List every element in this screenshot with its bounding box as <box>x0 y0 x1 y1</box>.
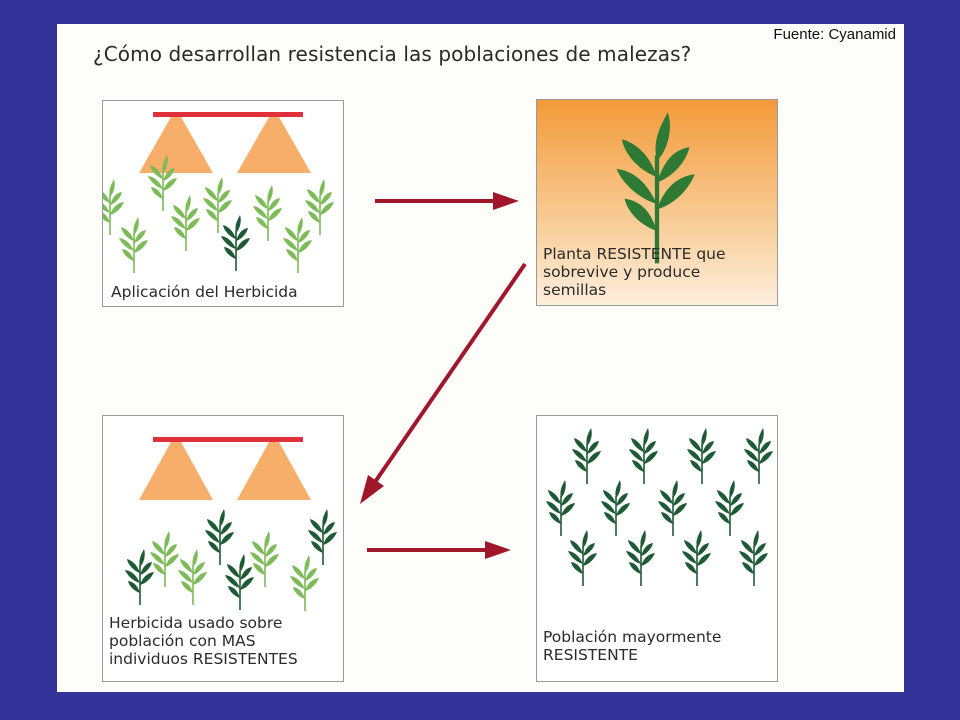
label-line: Planta RESISTENTE que <box>543 245 726 263</box>
weed-plant-icon <box>119 217 148 273</box>
weed-plant-icon <box>568 530 597 586</box>
weed-plant-icon <box>629 428 658 484</box>
weed-plant-icon <box>616 112 695 264</box>
weed-plant-icon <box>715 480 744 536</box>
weed-plant-icon <box>308 509 337 565</box>
panel-planta-resistente: Planta RESISTENTE que sobrevive y produc… <box>536 99 778 306</box>
weed-plant-icon <box>125 549 154 605</box>
weed-plant-icon <box>283 217 312 273</box>
weed-plant-icon <box>148 155 177 211</box>
weed-plant-icon <box>250 531 279 587</box>
weed-plant-icon <box>225 554 254 610</box>
panel-herbicida-label: Herbicida usado sobre población con MAS … <box>109 614 298 668</box>
weed-plant-icon <box>150 531 179 587</box>
weed-plant-icon <box>739 530 768 586</box>
arrow-right-icon <box>375 192 519 210</box>
panel-planta-resistente-art <box>616 112 695 264</box>
diagram-title: ¿Cómo desarrollan resistencia las poblac… <box>93 42 692 66</box>
spray-cone-icon <box>237 117 311 173</box>
weed-plant-icon <box>253 185 282 241</box>
sprayer-bar-icon <box>153 437 303 442</box>
weed-plant-icon <box>290 555 319 611</box>
label-line: Población mayormente <box>543 628 722 646</box>
weed-plant-icon <box>682 530 711 586</box>
spray-cone-icon <box>237 442 311 500</box>
arrow-down-left-icon <box>360 262 527 504</box>
diagram-sheet: Fuente: Cyanamid ¿Cómo desarrollan resis… <box>57 24 904 692</box>
weed-plant-icon <box>658 480 687 536</box>
weed-plant-icon <box>626 530 655 586</box>
weed-plant-icon <box>546 480 575 536</box>
weed-plant-icon <box>572 428 601 484</box>
weed-plant-icon <box>221 215 250 271</box>
weed-plant-icon <box>178 549 207 605</box>
panel-aplicacion: Aplicación del Herbicida <box>102 100 344 307</box>
weed-plant-icon <box>203 177 232 233</box>
panel-aplicacion-label: Aplicación del Herbicida <box>111 283 298 301</box>
label-line: Aplicación del Herbicida <box>111 283 298 301</box>
source-credit: Fuente: Cyanamid <box>773 26 896 43</box>
panel-herbicida-art <box>125 437 337 611</box>
sprayer-bar-icon <box>153 112 303 117</box>
weed-plant-icon <box>601 480 630 536</box>
panel-planta-resistente-label: Planta RESISTENTE que sobrevive y produc… <box>543 245 726 299</box>
spray-cone-icon <box>139 442 213 500</box>
weed-plant-icon <box>103 179 124 235</box>
panel-poblacion-art <box>546 428 773 586</box>
panel-poblacion-label: Población mayormente RESISTENTE <box>543 628 721 664</box>
arrow-right-icon <box>367 541 511 559</box>
weed-plant-icon <box>305 179 334 235</box>
label-line: población con MAS <box>109 632 256 650</box>
weed-plant-icon <box>171 195 200 251</box>
weed-plant-icon <box>687 428 716 484</box>
spray-cone-icon <box>139 117 213 173</box>
label-line: RESISTENTE <box>543 646 638 664</box>
weed-plant-icon <box>205 509 234 565</box>
label-line: Herbicida usado sobre <box>109 614 283 632</box>
panel-aplicacion-art <box>103 112 334 273</box>
label-line: semillas <box>543 281 607 299</box>
label-line: sobrevive y produce <box>543 263 701 281</box>
weed-plant-icon <box>744 428 773 484</box>
label-line: individuos RESISTENTES <box>109 650 298 668</box>
panel-poblacion-resistente: Población mayormente RESISTENTE <box>536 415 778 682</box>
panel-herbicida-mas-resistentes: Herbicida usado sobre población con MAS … <box>102 415 344 682</box>
